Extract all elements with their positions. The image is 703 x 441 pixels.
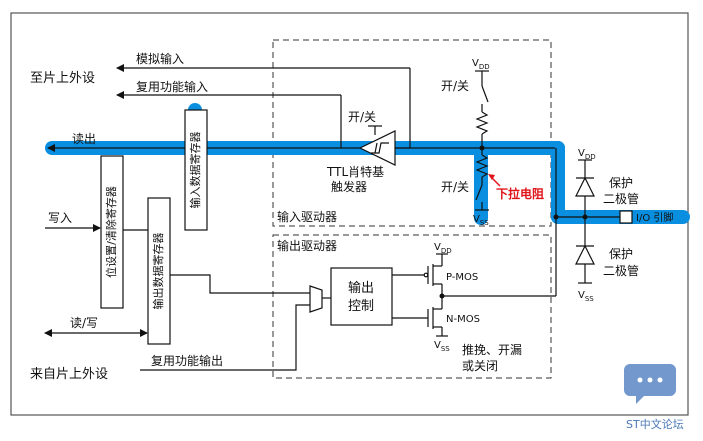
output-driver-label: 输出驱动器 (277, 238, 337, 253)
watermark-text: ST中文论坛 (626, 417, 684, 431)
mode-label: 或关闭 (462, 359, 498, 373)
mode-label: 推挽、开漏 (462, 343, 522, 357)
protect-top-label: 二极管 (603, 191, 639, 206)
out-reg-line (170, 274, 310, 294)
switch-label: 开/关 (441, 79, 469, 93)
protect-top-label: 保护 (609, 176, 633, 190)
protect-bottom-label: 保护 (609, 247, 633, 261)
ttl-label: 触发器 (331, 179, 367, 194)
vdd-label: VDD (578, 148, 596, 161)
chat-bubble-icon (624, 364, 676, 404)
junction-dot (439, 293, 445, 299)
vdd-label: VDD (472, 58, 490, 71)
io-pin-label: I/O 引脚 (636, 211, 673, 224)
output-control-block (330, 267, 393, 326)
output-control-label: 输出 (348, 280, 374, 296)
highlight-path (45, 103, 690, 225)
analog-input-label: 模拟输入 (136, 51, 184, 66)
input-driver-label: 输入驱动器 (277, 209, 337, 224)
set-reset-register (100, 155, 124, 309)
set-reset-register-label: 位设置/清除寄存器 (104, 186, 118, 278)
watermark: ST中文论坛 (624, 364, 684, 431)
pulldown-label: 下拉电阻 (496, 186, 544, 201)
vss-label: VSS (578, 290, 594, 303)
alt-input-label: 复用功能输入 (136, 79, 208, 94)
vss-label: VSS (434, 340, 450, 353)
from-peripheral-label: 来自片上外设 (30, 367, 108, 382)
trigger-switch (368, 125, 382, 135)
nmos-transistor (392, 296, 448, 337)
nmos-label: N-MOS (446, 314, 480, 325)
input-data-register-label: 输入数据寄存器 (188, 132, 202, 209)
pullup-network (475, 70, 489, 148)
alt-output-line (140, 304, 310, 371)
vdd-label: VDD (434, 242, 452, 255)
protection-diode-bottom (575, 217, 595, 284)
output-data-register-label: 输出数据寄存器 (151, 233, 165, 310)
pmos-label: P-MOS (446, 272, 478, 283)
vss-label: VSS (473, 214, 489, 227)
to-peripheral-label: 至片上外设 (30, 71, 95, 86)
output-data-register (147, 197, 171, 345)
switch-label: 开/关 (348, 110, 376, 124)
switch-label: 开/关 (441, 180, 469, 194)
read-label: 读出 (72, 132, 96, 146)
junction-dot (553, 214, 559, 220)
write-label: 写入 (48, 211, 72, 225)
input-driver-box (272, 39, 552, 227)
mux-icon (309, 285, 323, 313)
pulldown-pointer-head (488, 174, 495, 180)
protection-diode-top (575, 159, 595, 217)
io-pin-icon (619, 210, 633, 224)
output-driver-box (272, 234, 552, 379)
alt-output-label: 复用功能输出 (151, 353, 223, 368)
output-control-label: 控制 (348, 299, 374, 314)
protect-bottom-label: 二极管 (603, 263, 639, 278)
input-data-register (184, 109, 208, 231)
junction-dot (479, 145, 485, 151)
ttl-label: TTL肖特基 (326, 164, 384, 179)
schmitt-trigger-icon (358, 130, 396, 166)
read-write-label: 读/写 (70, 316, 98, 330)
pmos-transistor (392, 253, 448, 296)
